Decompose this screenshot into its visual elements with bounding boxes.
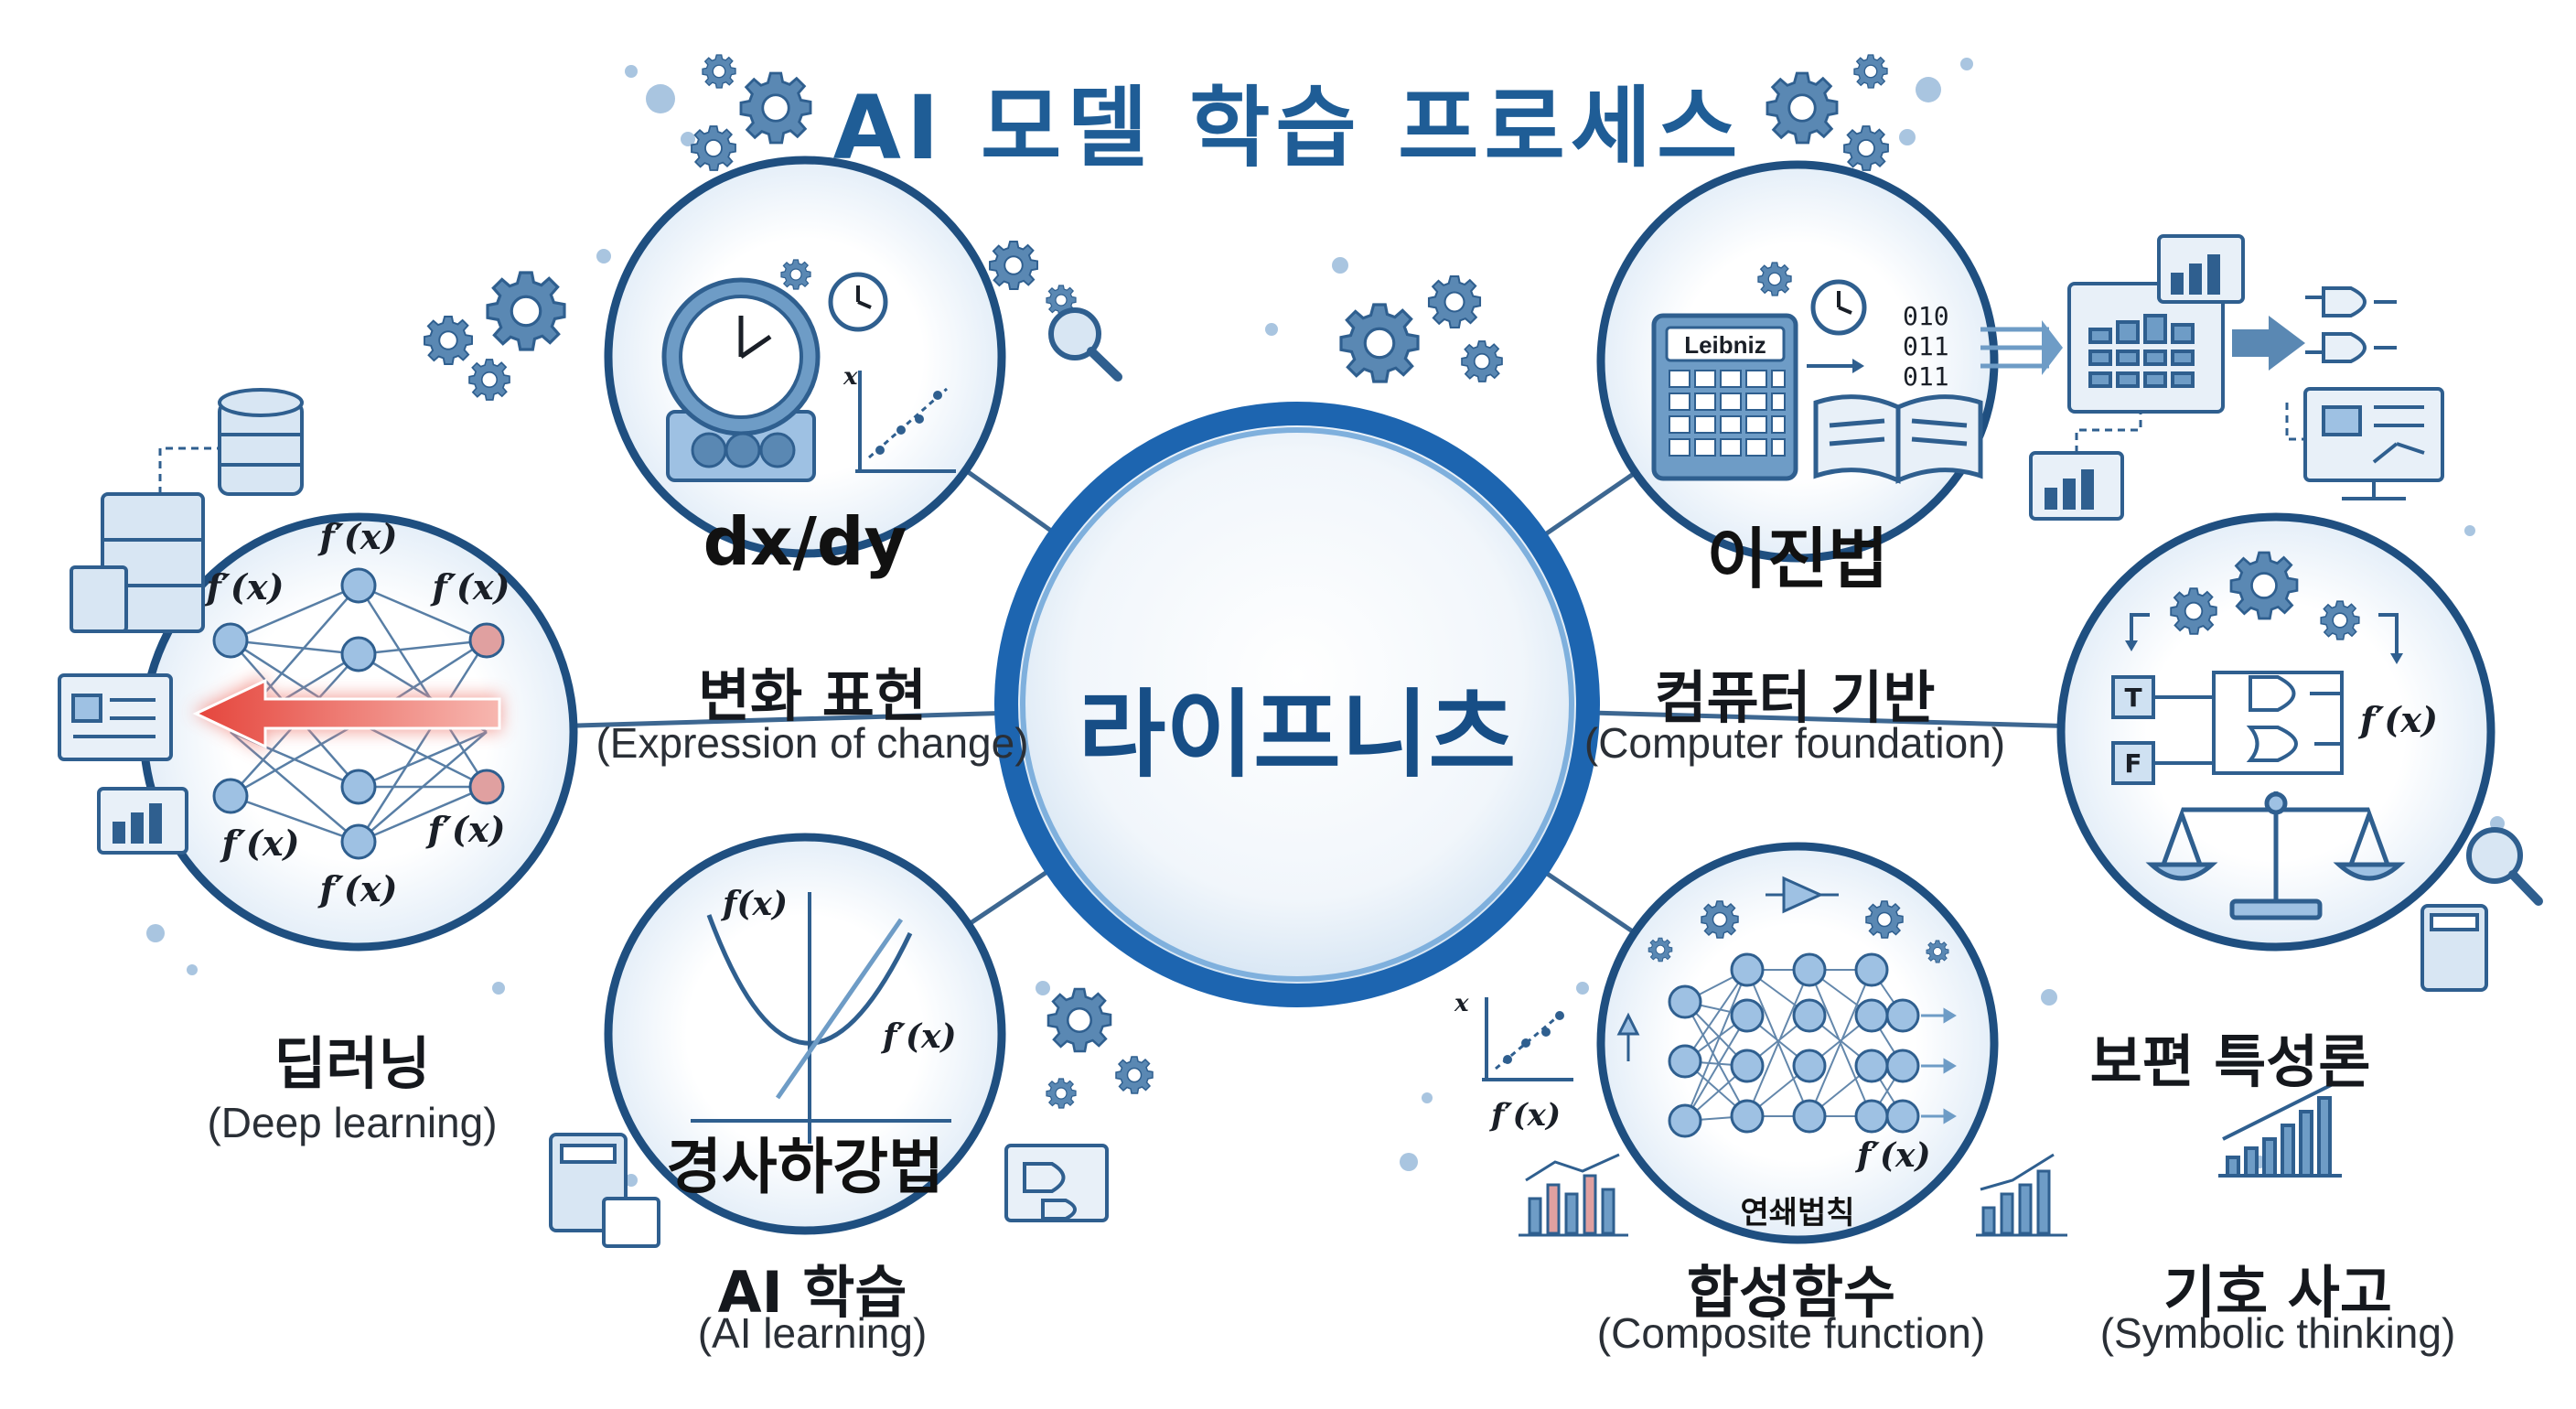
bar-chart-icon-left xyxy=(97,787,188,855)
flow-arrows-icon xyxy=(1980,316,2305,375)
gradient-title: AI 학습 xyxy=(717,1259,907,1326)
calculator-icon-left xyxy=(549,1133,660,1248)
bar-chart-icon-top xyxy=(2157,234,2245,304)
bar-chart-icon-mid xyxy=(2029,451,2124,521)
symbolic-subtitle: (Symbolic thinking) xyxy=(2099,1309,2456,1357)
calculator-label: Leibniz xyxy=(1684,331,1766,359)
scale-icon xyxy=(2145,791,2406,920)
calculator-icon: Leibniz xyxy=(1651,313,1798,481)
bar-chart-icon-composite-right xyxy=(1976,1153,2067,1237)
stopwatch-icon xyxy=(828,272,888,332)
clock-icon xyxy=(661,277,821,482)
fx-label-top: f′(x) xyxy=(317,516,398,557)
fx-label-side: f′(x) xyxy=(1489,1097,1561,1134)
page-title: AI 모델 학습 프로세스 xyxy=(832,77,1744,179)
center-node xyxy=(994,402,1600,1007)
f-label: F xyxy=(2124,748,2141,779)
book-icon xyxy=(1813,394,1983,484)
gear-cluster-left-icon xyxy=(424,271,566,401)
dxdy-node: x xyxy=(604,156,1006,558)
spreadsheet-icon xyxy=(2067,282,2225,414)
monitor-icon xyxy=(2303,387,2444,500)
bar-chart-icon-composite xyxy=(1519,1153,1628,1237)
magnifier-right-icon xyxy=(2466,827,2543,906)
composite-net-nodes xyxy=(1668,952,1920,1138)
gear-cluster-gradient-icon xyxy=(1046,987,1154,1109)
symbolic-title: 기호 사고 xyxy=(2163,1259,2392,1326)
bits-line-1: 010 xyxy=(1903,301,1949,331)
magnifier-icon xyxy=(1048,307,1122,382)
dxdy-title: 변화 표현 xyxy=(698,662,927,729)
database-icon xyxy=(218,388,304,496)
binary-title: 컴퓨터 기반 xyxy=(1654,664,1936,731)
axis-x-label: x xyxy=(843,363,858,391)
dfx-label: f′(x) xyxy=(880,1017,957,1056)
dxdy-inner-label: dx/dy xyxy=(703,503,907,580)
center-label: 라이프니츠 xyxy=(1078,679,1517,791)
binary-subtitle: (Computer foundation) xyxy=(1583,719,2006,767)
fx-label: f(x) xyxy=(720,885,788,923)
bits-line-3: 011 xyxy=(1903,361,1949,392)
fx-label-bl: f′(x) xyxy=(220,823,300,864)
bits-line-2: 011 xyxy=(1903,331,1949,361)
server-icon xyxy=(70,492,205,633)
dxdy-subtitle: (Expression of change) xyxy=(596,719,1029,767)
universal-title: 보편 특성론 xyxy=(2089,1028,2371,1095)
trend-chart-icon xyxy=(2218,1082,2342,1178)
neural-net-nodes xyxy=(212,567,505,860)
binary-inner-label: 이진법 xyxy=(1706,521,1889,597)
output-arrows-icon xyxy=(1921,1007,1957,1124)
truth-f-icon: F xyxy=(2111,741,2155,785)
fx-label: f′(x) xyxy=(1854,1136,1931,1175)
axis-x-label: x xyxy=(1454,990,1469,1017)
document-icon xyxy=(58,673,173,761)
fx-label: f′(x) xyxy=(2357,699,2438,740)
deep-learning-node: f′(x) f′(x) f′(x) f′(x) f′(x) f′(x) xyxy=(139,512,578,952)
logic-gate-icon xyxy=(2305,286,2397,363)
truth-t-icon: T xyxy=(2111,675,2155,719)
calculator-right-icon xyxy=(2420,904,2488,992)
scatter-plot-composite-icon: x f′(x) xyxy=(1454,990,1573,1134)
composite-node: f′(x) xyxy=(1596,842,1999,1244)
title-gear-right-icon xyxy=(1766,54,1889,171)
gradient-inner-label: 경사하강법 xyxy=(666,1132,944,1202)
composite-title: 합성함수 xyxy=(1686,1259,1896,1326)
fx-label-left: f′(x) xyxy=(204,566,284,608)
logic-circuit-icon xyxy=(2153,671,2344,775)
scatter-plot-icon: x xyxy=(843,363,956,473)
binary-node: Leibniz 010 011 011 xyxy=(1596,160,1999,563)
deep-learning-subtitle: (Deep learning) xyxy=(207,1099,498,1146)
fx-label-br: f′(x) xyxy=(425,809,506,850)
composite-subtitle: (Composite function) xyxy=(1596,1309,1986,1357)
backprop-arrow-icon xyxy=(192,675,501,752)
logic-gate-icon-left xyxy=(1004,1144,1109,1222)
composite-sub-label: 연쇄법칙 xyxy=(1740,1195,1855,1232)
gradient-subtitle: (AI learning) xyxy=(697,1309,928,1357)
stopwatch-binary-icon xyxy=(1810,279,1867,336)
gradient-node: f(x) f′(x) xyxy=(604,833,1006,1235)
title-gear-left-icon xyxy=(691,54,812,171)
deep-learning-title: 딥러닝 xyxy=(274,1030,431,1097)
t-label: T xyxy=(2124,683,2141,713)
universal-node: T F f′(x) xyxy=(2056,512,2496,952)
fx-label-right: f′(x) xyxy=(430,566,510,608)
fx-label-bottom: f′(x) xyxy=(317,868,398,909)
